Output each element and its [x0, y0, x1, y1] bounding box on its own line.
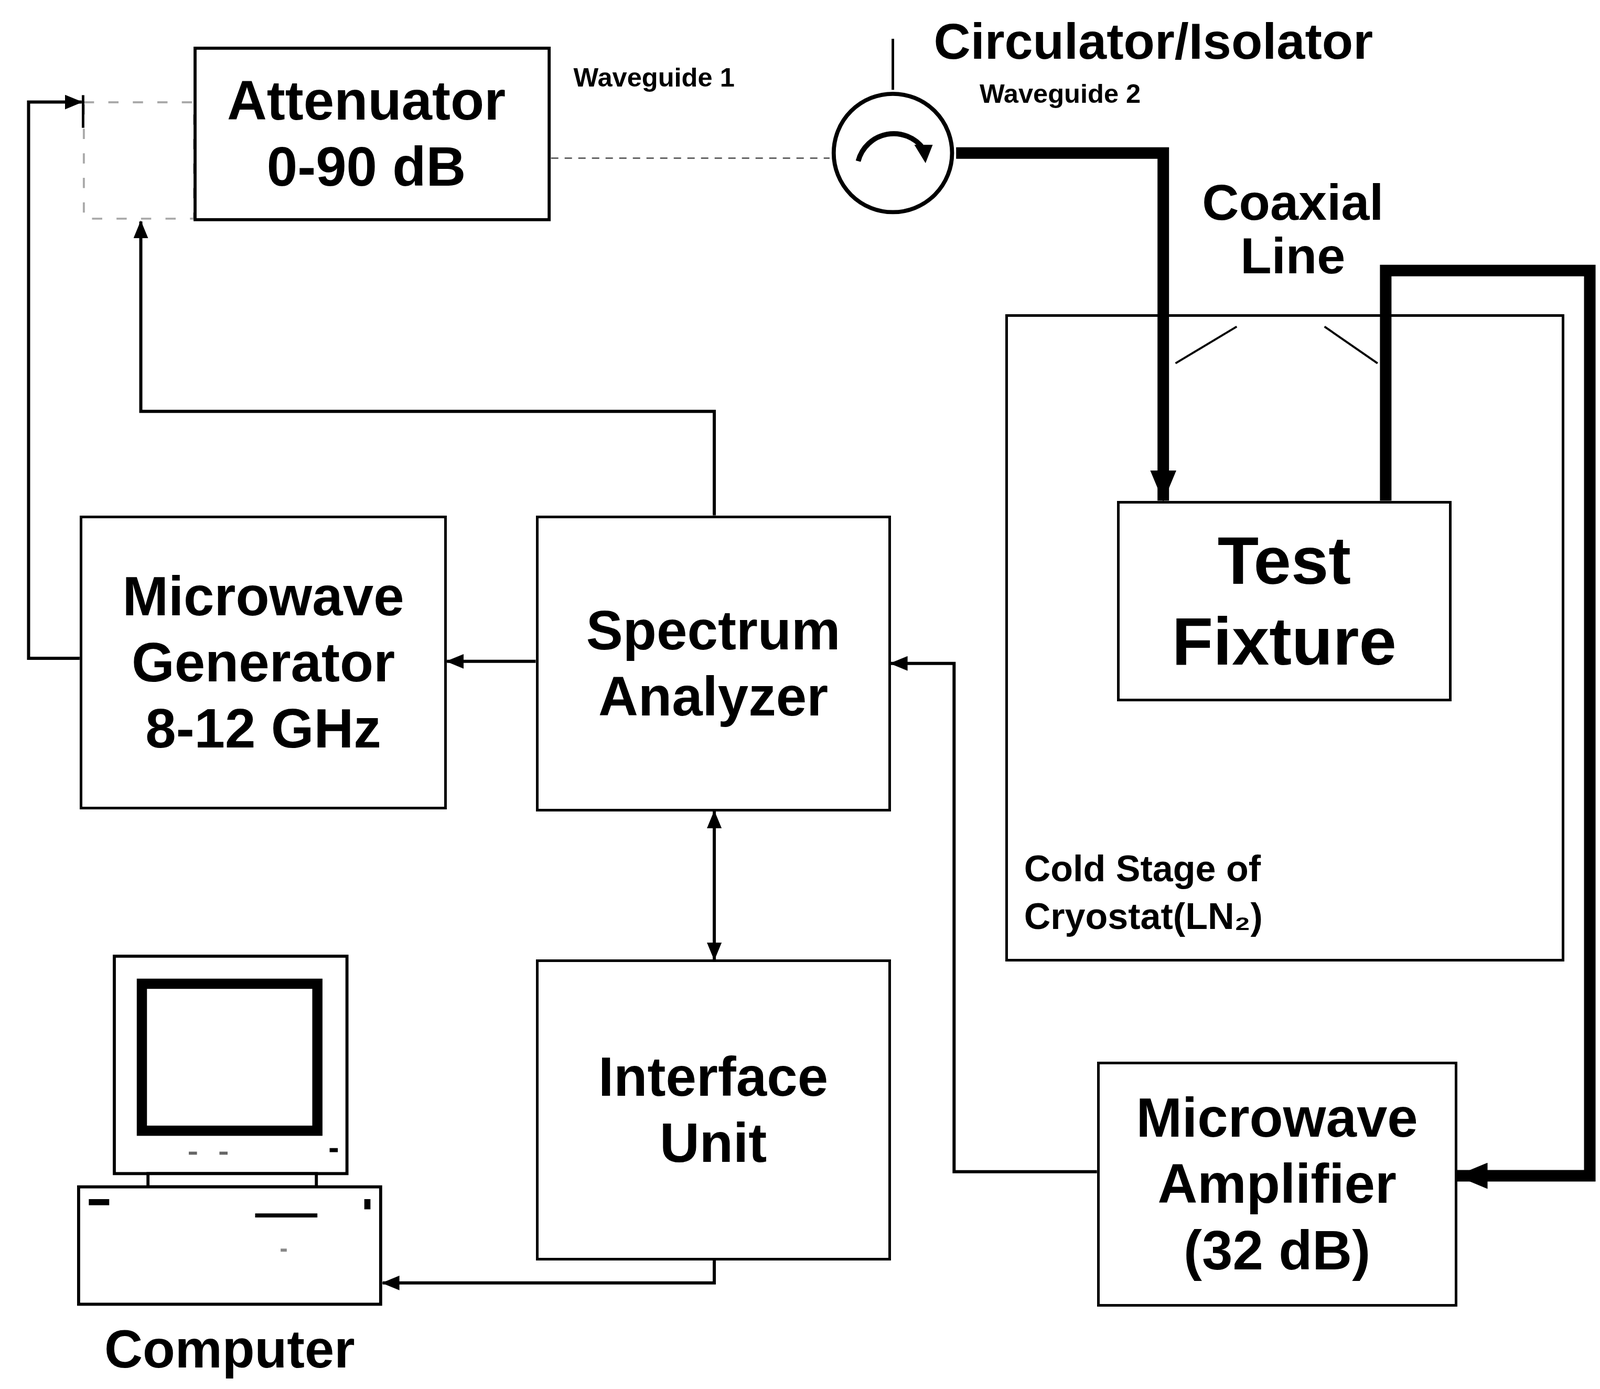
waveguide-label: Waveguide 1: [573, 63, 840, 92]
node-label: Microwave Generator 8-12 GHz: [102, 563, 425, 762]
line-label: Coaxial Line: [1171, 175, 1415, 283]
signal-line: [712, 811, 716, 960]
component-label: Circulator/Isolator: [933, 13, 1373, 70]
node-label: Attenuator 0-90 dB: [196, 67, 538, 200]
process-box: Test Fixture: [1117, 500, 1452, 702]
waveguide-line: [551, 157, 830, 159]
process-box: Spectrum Analyzer: [535, 515, 891, 812]
computer-drawing: [76, 953, 383, 1306]
node-label: Computer: [104, 1319, 356, 1378]
signal-line: [382, 1260, 715, 1283]
computer-icon: Computer: [76, 953, 383, 1378]
process-box: Microwave Generator 8-12 GHz: [79, 515, 447, 810]
leader-line: [1324, 326, 1378, 364]
signal-line: [28, 102, 82, 659]
region-label: Cold Stage of Cryostat(LN₂): [1024, 844, 1361, 941]
leader-line: [891, 38, 895, 90]
waveguide-label: Waveguide 2: [979, 79, 1245, 108]
node-label: Spectrum Analyzer: [558, 597, 868, 730]
leader-line: [1175, 326, 1238, 364]
coaxial-line: [956, 153, 1164, 501]
signal-line: [141, 221, 715, 515]
node-label: Test Fixture: [1135, 520, 1433, 682]
circulator-symbol: Circulator/Isolator: [829, 89, 957, 217]
signal-line: [446, 659, 536, 663]
process-box: Interface Unit: [535, 959, 891, 1261]
cryostat-region: Cold Stage of Cryostat(LN₂) Test Fixture: [1005, 314, 1565, 962]
circulator-outline: [829, 89, 957, 217]
node-label: Microwave Amplifier (32 dB): [1120, 1084, 1435, 1283]
coaxial-line: [1385, 270, 1590, 1176]
process-box: Microwave Amplifier (32 dB): [1097, 1061, 1458, 1307]
node-label: Interface Unit: [558, 1043, 868, 1176]
attenuator-box: Attenuator 0-90 dB: [81, 46, 552, 222]
